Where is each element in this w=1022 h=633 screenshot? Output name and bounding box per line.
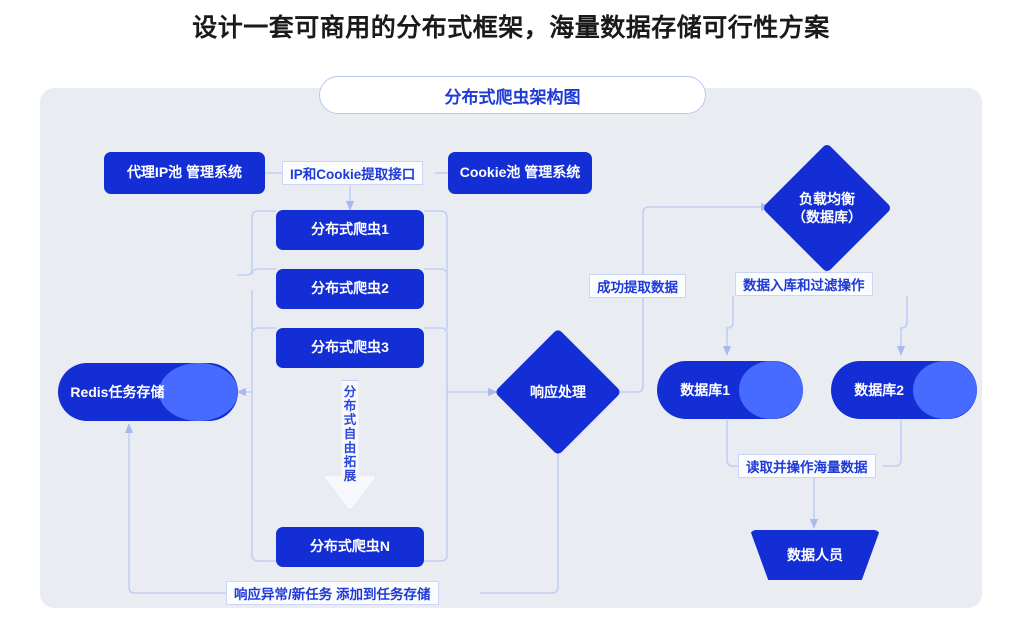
node-database-1[interactable]: 数据库1	[657, 361, 803, 419]
cylinder-cap	[738, 361, 803, 419]
node-response-handler[interactable]: 响应处理	[494, 328, 622, 456]
node-spider-2[interactable]: 分布式爬虫2	[276, 269, 424, 309]
trapezoid-shape	[750, 530, 880, 580]
edge-label-extract-success: 成功提取数据	[589, 274, 686, 298]
cylinder-cap	[912, 361, 977, 419]
free-expand-label: 分布式自由拓展	[343, 385, 357, 483]
node-redis-label: Redis任务存储	[70, 384, 165, 400]
node-load-balancer-label: 负载均衡 （数据库）	[781, 162, 873, 254]
load-balancer-line-2: （数据库）	[792, 209, 862, 225]
cylinder-cap	[158, 363, 238, 421]
edge-label-read-massive: 读取并操作海量数据	[738, 454, 876, 478]
diagram-title-pill: 分布式爬虫架构图	[319, 76, 706, 114]
node-spider-n[interactable]: 分布式爬虫N	[276, 527, 424, 567]
node-proxy-ip-pool[interactable]: 代理IP池 管理系统	[104, 152, 265, 194]
node-spider-3[interactable]: 分布式爬虫3	[276, 328, 424, 368]
node-response-handler-label: 响应处理	[530, 383, 586, 400]
free-expand-arrow: 分布式自由拓展	[324, 380, 376, 510]
edge-label-retry-loop: 响应异常/新任务 添加到任务存储	[226, 581, 439, 605]
edge-label-extract-api: IP和Cookie提取接口	[282, 161, 424, 185]
node-data-staff[interactable]: 数据人员	[750, 530, 880, 580]
edge-label-store-and-filter: 数据入库和过滤操作	[735, 272, 873, 296]
node-data-staff-label: 数据人员	[787, 547, 843, 563]
node-cookie-pool[interactable]: Cookie池 管理系统	[448, 152, 592, 194]
node-redis-task-store[interactable]: Redis任务存储	[58, 363, 238, 421]
node-database-1-label: 数据库1	[680, 382, 731, 398]
node-spider-1[interactable]: 分布式爬虫1	[276, 210, 424, 250]
node-database-2[interactable]: 数据库2	[831, 361, 977, 419]
node-database-2-label: 数据库2	[854, 382, 905, 398]
node-load-balancer[interactable]: 负载均衡 （数据库）	[761, 142, 893, 274]
load-balancer-line-1: 负载均衡	[799, 190, 855, 207]
page-title: 设计一套可商用的分布式框架，海量数据存储可行性方案	[192, 14, 830, 42]
